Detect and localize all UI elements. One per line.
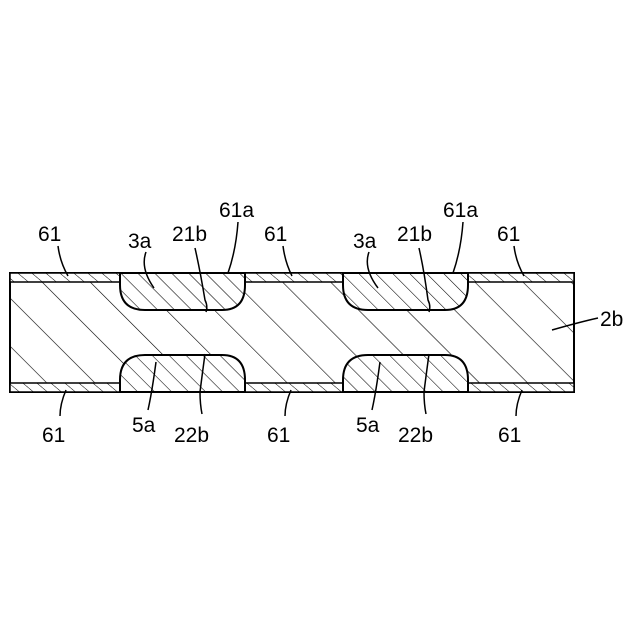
label-21b: 21b bbox=[397, 223, 432, 246]
label-3a: 3a bbox=[128, 230, 152, 253]
label-61: 61 bbox=[497, 223, 520, 246]
label-2b: 2b bbox=[600, 308, 623, 331]
substrate-body bbox=[10, 273, 574, 392]
label-61: 61 bbox=[498, 424, 521, 447]
label-5a: 5a bbox=[356, 414, 380, 437]
label-61: 61 bbox=[267, 424, 290, 447]
label-3a: 3a bbox=[353, 230, 377, 253]
bottom-coating-layers bbox=[10, 383, 574, 392]
label-61a: 61a bbox=[443, 199, 478, 222]
label-22b: 22b bbox=[174, 424, 209, 447]
label-61: 61 bbox=[264, 223, 287, 246]
label-61: 61 bbox=[42, 424, 65, 447]
label-5a: 5a bbox=[132, 414, 156, 437]
label-61a: 61a bbox=[219, 199, 254, 222]
label-21b: 21b bbox=[172, 223, 207, 246]
label-61: 61 bbox=[38, 223, 61, 246]
label-22b: 22b bbox=[398, 424, 433, 447]
